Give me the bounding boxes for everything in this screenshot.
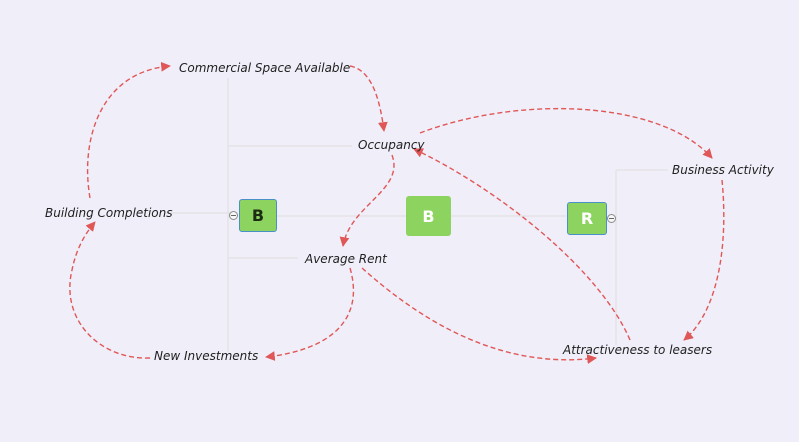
- balancing-loop-left[interactable]: B: [239, 199, 277, 232]
- reinforcing-loop-right[interactable]: R: [567, 202, 607, 235]
- link-occupancy-to-average-rent: [339, 154, 395, 247]
- causal-links: [69, 61, 725, 364]
- link-new-investments-to-completions: [69, 221, 151, 359]
- link-commercial-space-to-occupancy: [349, 65, 388, 132]
- node-business-activity[interactable]: Business Activity: [672, 163, 774, 177]
- collapse-toggle-left[interactable]: [229, 211, 238, 220]
- node-occupancy[interactable]: Occupancy: [358, 138, 425, 152]
- link-average-rent-to-new-investments: [265, 267, 355, 361]
- link-average-rent-to-attractiveness: [361, 267, 597, 364]
- node-commercial-space-available[interactable]: Commercial Space Available: [179, 61, 351, 75]
- link-occupancy-to-business-activity: [419, 107, 713, 159]
- collapse-toggle-right[interactable]: [607, 214, 616, 223]
- loop-right-letter: R: [580, 209, 594, 228]
- link-attractiveness-to-occupancy: [413, 148, 631, 341]
- node-attractiveness-to-leasers[interactable]: Attractiveness to leasers: [563, 343, 713, 357]
- link-business-activity-to-attractiveness: [683, 179, 725, 341]
- loop-center-letter: B: [422, 206, 435, 226]
- link-completions-to-commercial-space: [86, 61, 171, 199]
- node-building-completions[interactable]: Building Completions: [45, 206, 173, 220]
- balancing-loop-center[interactable]: B: [406, 196, 451, 236]
- loop-left-letter: B: [251, 206, 265, 225]
- node-average-rent[interactable]: Average Rent: [305, 252, 387, 266]
- tree-lines: [165, 78, 668, 352]
- node-new-investments[interactable]: New Investments: [154, 349, 259, 363]
